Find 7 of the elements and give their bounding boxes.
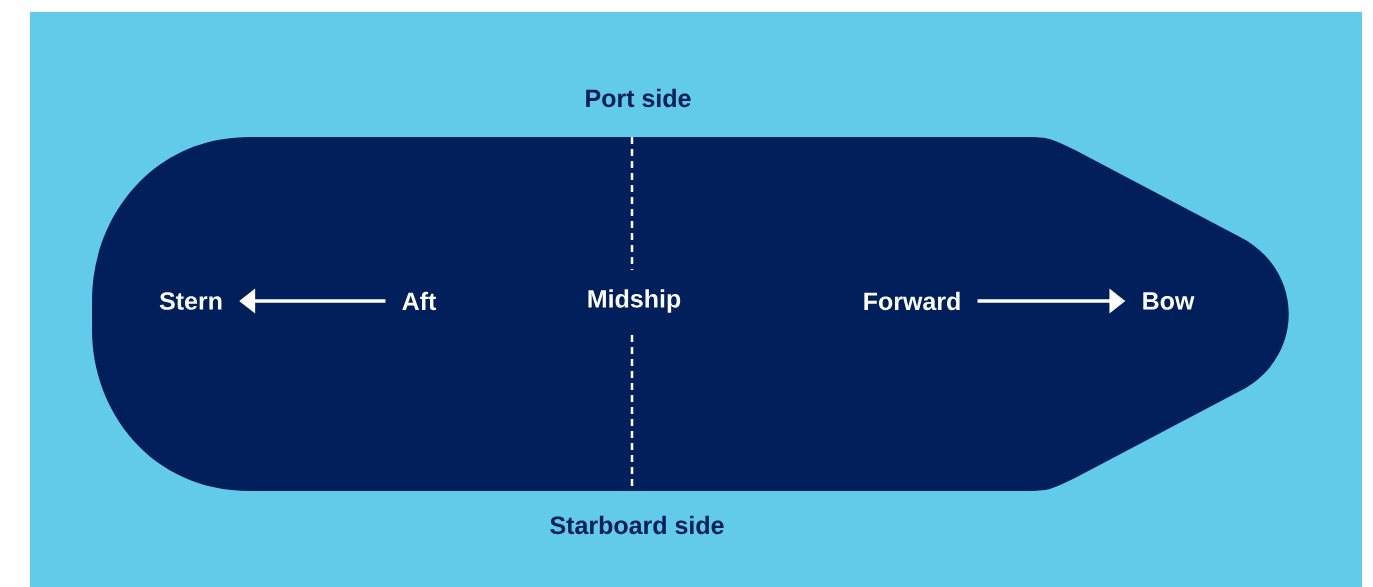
hull-part-label: Bow bbox=[1143, 292, 1195, 310]
side-label: Starboard side bbox=[550, 515, 724, 535]
hull-part-label: Aft bbox=[402, 291, 437, 311]
midship-label: Midship bbox=[588, 289, 681, 313]
hull-part-label: Stern bbox=[159, 292, 222, 310]
hull-part-label: Forward bbox=[864, 291, 960, 311]
side-label: Port side bbox=[586, 88, 691, 108]
